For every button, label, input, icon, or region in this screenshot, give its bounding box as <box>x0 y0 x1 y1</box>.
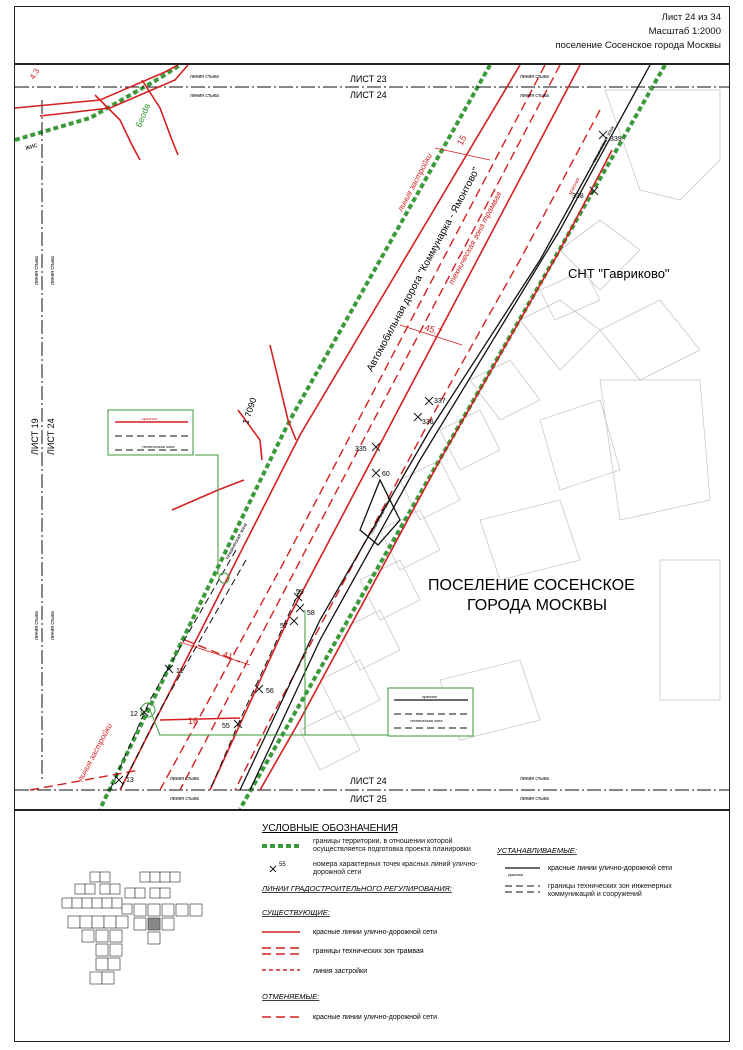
callout-box-lower <box>387 687 474 737</box>
point-label: 55 <box>222 723 230 730</box>
point-label: 338 <box>572 193 584 200</box>
legend-texts: УСЛОВНЫЕ ОБОЗНАЧЕНИЯ 55 ЛИНИИ ГРАДОСТРОИ… <box>261 823 672 1021</box>
junction-lines <box>15 86 729 791</box>
point-label: 13 <box>126 777 134 784</box>
legend-boundary-text: границы территории, в отношении которой … <box>313 838 471 853</box>
junction-label: линия стыка <box>34 256 40 285</box>
legend-points-text: номера характерных точек красных линий у… <box>313 861 478 876</box>
road-name: Автомобильная дорога "Коммунарка - Ямонт… <box>364 165 482 373</box>
junction-label: линия стыка <box>520 796 549 802</box>
misc-label: жис <box>25 142 39 152</box>
legend-existing-red: красные линии улично-дорожной сети <box>313 928 437 936</box>
key-map <box>61 871 203 985</box>
point-label: 56 <box>266 688 274 695</box>
build-line-label: линия застройки <box>395 151 434 214</box>
sheet-label-bottom: ЛИСТ 25 <box>350 794 387 804</box>
snt-label: СНТ "Гавриково" <box>568 266 670 281</box>
junction-label: линия стыка <box>50 256 56 285</box>
legend-established-zones: границы технических зон инженерных комму… <box>548 883 672 898</box>
misc-label: 1 7090 <box>240 396 258 425</box>
scale-label: Масштаб 1:2000 <box>648 26 721 37</box>
junction-label: линия стыка <box>190 74 219 80</box>
sheet-label-top: ЛИСТ 23 <box>350 74 387 84</box>
settlement-label: ГОРОДА МОСКВЫ <box>467 597 607 614</box>
junction-label: линия стыка <box>170 796 199 802</box>
legend-red-word: красная <box>508 872 523 877</box>
junction-label: линия стыка <box>520 93 549 99</box>
point-label: 12 <box>130 711 138 718</box>
legend-header-regulation: ЛИНИИ ГРАДОСТРОИТЕЛЬНОГО РЕГУЛИРОВАНИЯ: <box>261 884 452 893</box>
legend-existing-tram: границы технических зон трамвая <box>313 948 424 955</box>
dimension-lines <box>179 147 491 666</box>
dim-label: 16 <box>188 716 198 726</box>
point-label: 339 <box>610 136 622 143</box>
established-lines <box>239 65 651 791</box>
dim-label: 45.7 <box>423 322 443 337</box>
callout-text: техническая зона <box>410 718 443 723</box>
point-label: 11 <box>176 668 183 675</box>
background-buildings <box>299 89 721 771</box>
junction-label: линия стыка <box>170 776 199 782</box>
sheet-label-bottom-current: ЛИСТ 24 <box>350 776 387 786</box>
sheet-label-left-current: ЛИСТ 24 <box>46 418 56 455</box>
point-label: 60 <box>382 471 390 478</box>
legend-frame <box>14 810 730 1042</box>
point-label: 59 <box>296 589 304 596</box>
title-block-frame <box>14 6 730 64</box>
legend-existing-build: линия застройки <box>313 967 367 975</box>
legend-header-established: УСТАНАВЛИВАЕМЫЕ: <box>496 846 577 855</box>
callout-leaders <box>140 454 390 736</box>
point-label: 335 <box>355 446 367 453</box>
point-label: 336 <box>422 419 434 426</box>
junction-label: линия стыка <box>520 776 549 782</box>
junction-label: линия стыка <box>520 74 549 80</box>
legend-point-number: 55 <box>279 862 286 868</box>
sheet-number: Лист 24 из 34 <box>661 12 721 23</box>
settlement-label: ПОСЕЛЕНИЕ СОСЕНСКОЕ <box>428 577 635 594</box>
point-label: 58 <box>307 610 315 617</box>
legend-symbols <box>262 844 540 1018</box>
callout-box-upper <box>107 409 194 456</box>
sheet-label-current: ЛИСТ 24 <box>350 90 387 100</box>
callout-text: красная <box>142 416 157 421</box>
legend-established-red: красные линии улично-дорожной сети <box>548 864 672 872</box>
established-zone-lines <box>109 549 301 791</box>
sheet-label-left: ЛИСТ 19 <box>30 418 40 455</box>
legend-title: УСЛОВНЫЕ ОБОЗНАЧЕНИЯ <box>262 823 398 834</box>
point-markers <box>114 130 608 785</box>
callout-text: красная <box>422 694 437 699</box>
build-line-label: линия застройки <box>75 721 114 784</box>
callout-text: техническая зона <box>142 444 175 449</box>
legend-header-cancelled: ОТМЕНЯЕМЫЕ: <box>262 992 319 1001</box>
legend-cancelled-red: красные линии улично-дорожной сети <box>313 1013 437 1021</box>
legend-header-existing: СУЩЕСТВУЮЩИЕ: <box>262 908 330 917</box>
dim-label: 15 <box>455 133 469 147</box>
place-label: поселение Сосенское города Москвы <box>555 40 721 51</box>
misc-label: 6eodв <box>134 102 153 129</box>
junction-label: линия стыка <box>190 93 219 99</box>
misc-label: 4.3 <box>28 66 42 81</box>
map-frame <box>14 64 730 810</box>
dim-label: 41 <box>221 649 234 662</box>
red-lines <box>15 65 613 791</box>
junction-label: линия стыка <box>50 611 56 640</box>
point-label: 57 <box>280 623 288 630</box>
point-label: 337 <box>434 398 446 405</box>
junction-label: линия стыка <box>34 611 40 640</box>
